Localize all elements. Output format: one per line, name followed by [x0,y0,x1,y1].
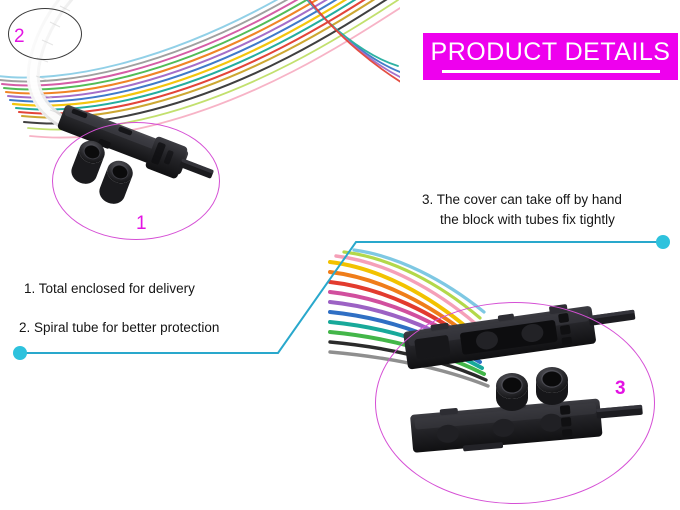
callout-ring-2 [8,8,82,60]
note-spiral-tube: 2. Spiral tube for better protection [19,320,219,335]
product-details-banner: PRODUCT DETAILS [423,33,678,80]
callout-label-1: 1 [136,213,147,234]
callout-label-2: 2 [14,26,25,47]
title-underline [441,70,660,73]
leader-dot-right [656,235,670,249]
page-title: PRODUCT DETAILS [430,38,671,66]
note-spiral-tube-text: 2. Spiral tube for better protection [19,320,220,335]
callout-ring-3 [375,302,655,504]
note-cover-takeoff: 3. The cover can take off by hand the bl… [422,190,672,230]
note-cover-takeoff-line1: 3. The cover can take off by hand [422,192,622,207]
leader-dot-left [13,346,27,360]
callout-ring-1 [52,122,220,240]
callout-label-3: 3 [615,378,626,399]
note-total-enclosed: 1. Total enclosed for delivery [24,281,195,296]
note-cover-takeoff-line2: the block with tubes fix tightly [440,212,615,227]
